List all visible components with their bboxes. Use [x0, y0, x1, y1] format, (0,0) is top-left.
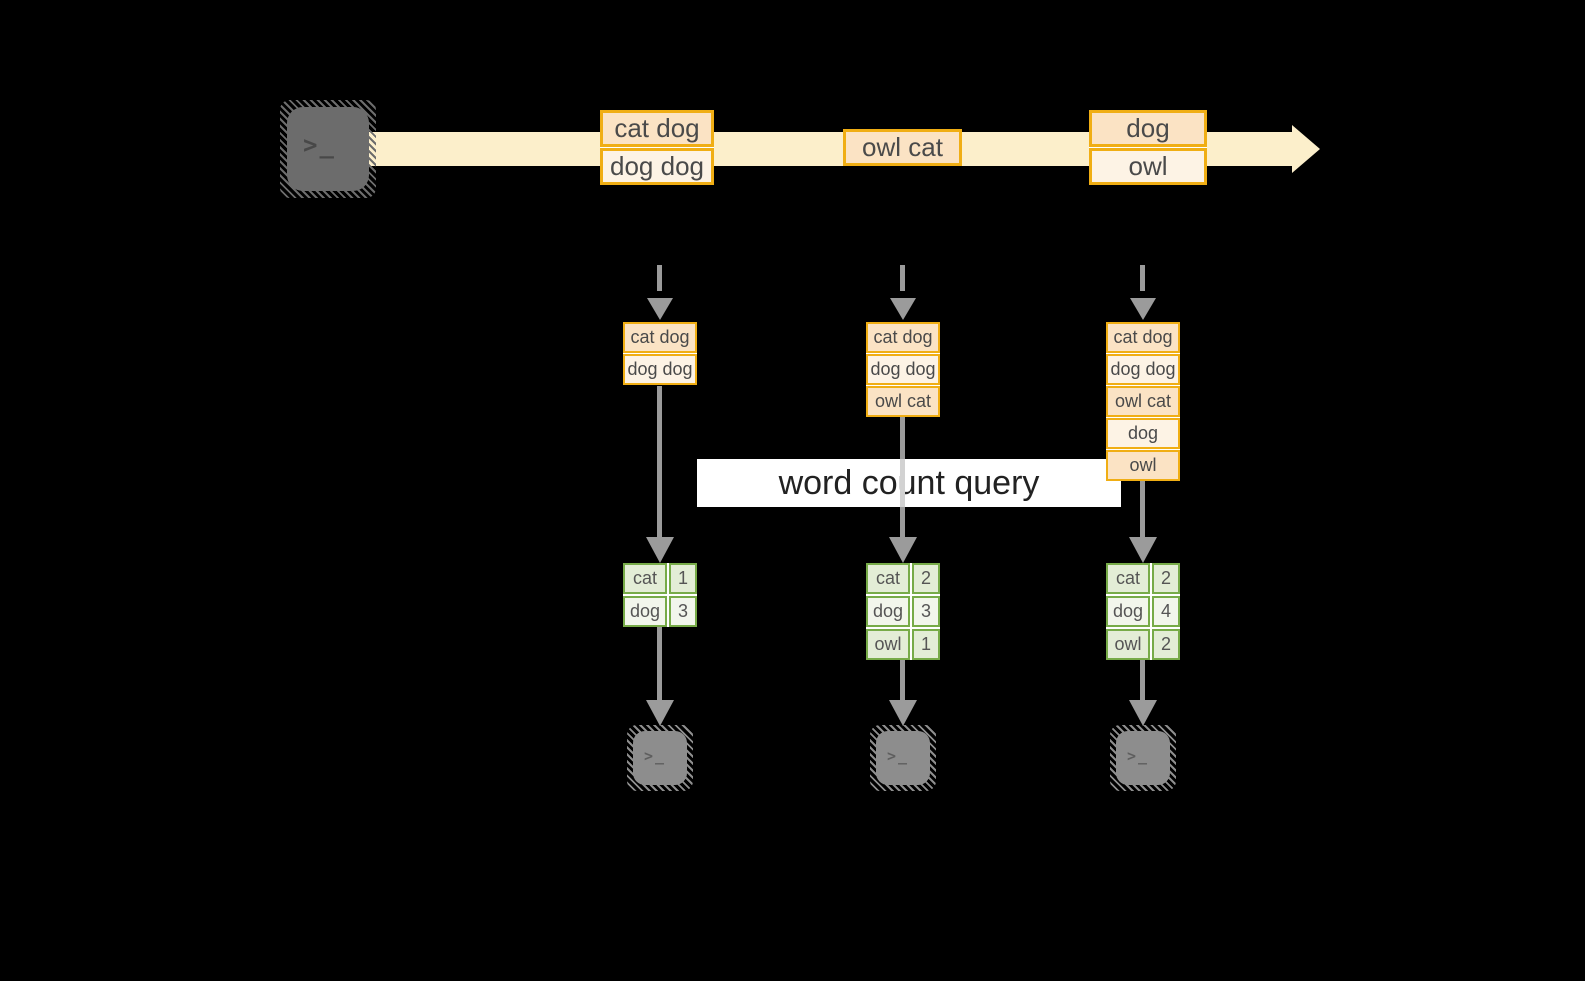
query-arrowhead-icon: [646, 537, 674, 563]
state-record: cat dog: [1106, 322, 1180, 353]
state-buffer-2: cat dog dog dog owl cat: [866, 322, 940, 417]
stream-batch-1: cat dog dog dog: [600, 110, 714, 185]
count-value: 4: [1152, 596, 1180, 627]
state-record: owl cat: [866, 386, 940, 417]
ingest-arrow-dash: [900, 265, 905, 291]
query-arrow-through-banner: [900, 459, 905, 507]
prompt-glyph: >_: [303, 131, 336, 159]
state-record: dog dog: [866, 354, 940, 385]
output-arrowhead-icon: [1129, 700, 1157, 726]
query-arrowhead-icon: [1129, 537, 1157, 563]
count-word: owl: [866, 629, 910, 660]
query-arrow-line: [1140, 481, 1145, 537]
state-buffer-1: cat dog dog dog: [623, 322, 697, 385]
stream-record: cat dog: [600, 110, 714, 147]
query-arrowhead-icon: [889, 537, 917, 563]
count-word: owl: [1106, 629, 1150, 660]
count-word: dog: [1106, 596, 1150, 627]
count-word: cat: [866, 563, 910, 594]
stream-record: dog: [1089, 110, 1207, 147]
count-word: dog: [623, 596, 667, 627]
terminal-sink-icon: >_: [1110, 725, 1176, 791]
count-value: 2: [1152, 563, 1180, 594]
stream-batch-3: dog owl: [1089, 110, 1207, 185]
terminal-screen: >_: [876, 731, 930, 785]
output-arrow-line: [657, 627, 662, 700]
count-value: 2: [1152, 629, 1180, 660]
state-buffer-3: cat dog dog dog owl cat dog owl: [1106, 322, 1180, 481]
terminal-screen: >_: [287, 107, 369, 191]
ingest-arrowhead-icon: [1130, 298, 1156, 320]
state-record: owl cat: [1106, 386, 1180, 417]
stream-record: dog dog: [600, 148, 714, 185]
query-banner-label: word count query: [778, 463, 1040, 502]
output-arrow-line: [900, 660, 905, 700]
state-record: dog dog: [1106, 354, 1180, 385]
stream-record: owl cat: [843, 129, 962, 166]
output-arrowhead-icon: [646, 700, 674, 726]
count-table-1: cat 1 dog 3: [623, 563, 697, 627]
count-word: cat: [623, 563, 667, 594]
ingest-arrowhead-icon: [890, 298, 916, 320]
ingest-arrow-dash: [657, 265, 662, 291]
terminal-source-icon: >_: [280, 100, 376, 198]
count-word: dog: [866, 596, 910, 627]
state-record: cat dog: [623, 322, 697, 353]
ingest-arrowhead-icon: [647, 298, 673, 320]
prompt-glyph: >_: [644, 747, 667, 765]
stream-arrowhead-icon: [1292, 125, 1320, 173]
count-value: 1: [669, 563, 697, 594]
state-record: dog: [1106, 418, 1180, 449]
count-value: 3: [912, 596, 940, 627]
stream-record: owl: [1089, 148, 1207, 185]
prompt-glyph: >_: [1127, 747, 1150, 765]
stream-batch-2: owl cat: [843, 129, 962, 166]
output-arrowhead-icon: [889, 700, 917, 726]
terminal-sink-icon: >_: [870, 725, 936, 791]
terminal-screen: >_: [633, 731, 687, 785]
query-banner: word count query: [697, 459, 1121, 507]
state-record: owl: [1106, 450, 1180, 481]
count-value: 2: [912, 563, 940, 594]
prompt-glyph: >_: [887, 747, 910, 765]
output-arrow-line: [1140, 660, 1145, 700]
ingest-arrow-dash: [1140, 265, 1145, 291]
count-value: 1: [912, 629, 940, 660]
count-value: 3: [669, 596, 697, 627]
terminal-screen: >_: [1116, 731, 1170, 785]
query-arrow-line: [657, 386, 662, 537]
count-table-3: cat 2 dog 4 owl 2: [1106, 563, 1180, 660]
terminal-sink-icon: >_: [627, 725, 693, 791]
state-record: dog dog: [623, 354, 697, 385]
state-record: cat dog: [866, 322, 940, 353]
count-table-2: cat 2 dog 3 owl 1: [866, 563, 940, 660]
count-word: cat: [1106, 563, 1150, 594]
